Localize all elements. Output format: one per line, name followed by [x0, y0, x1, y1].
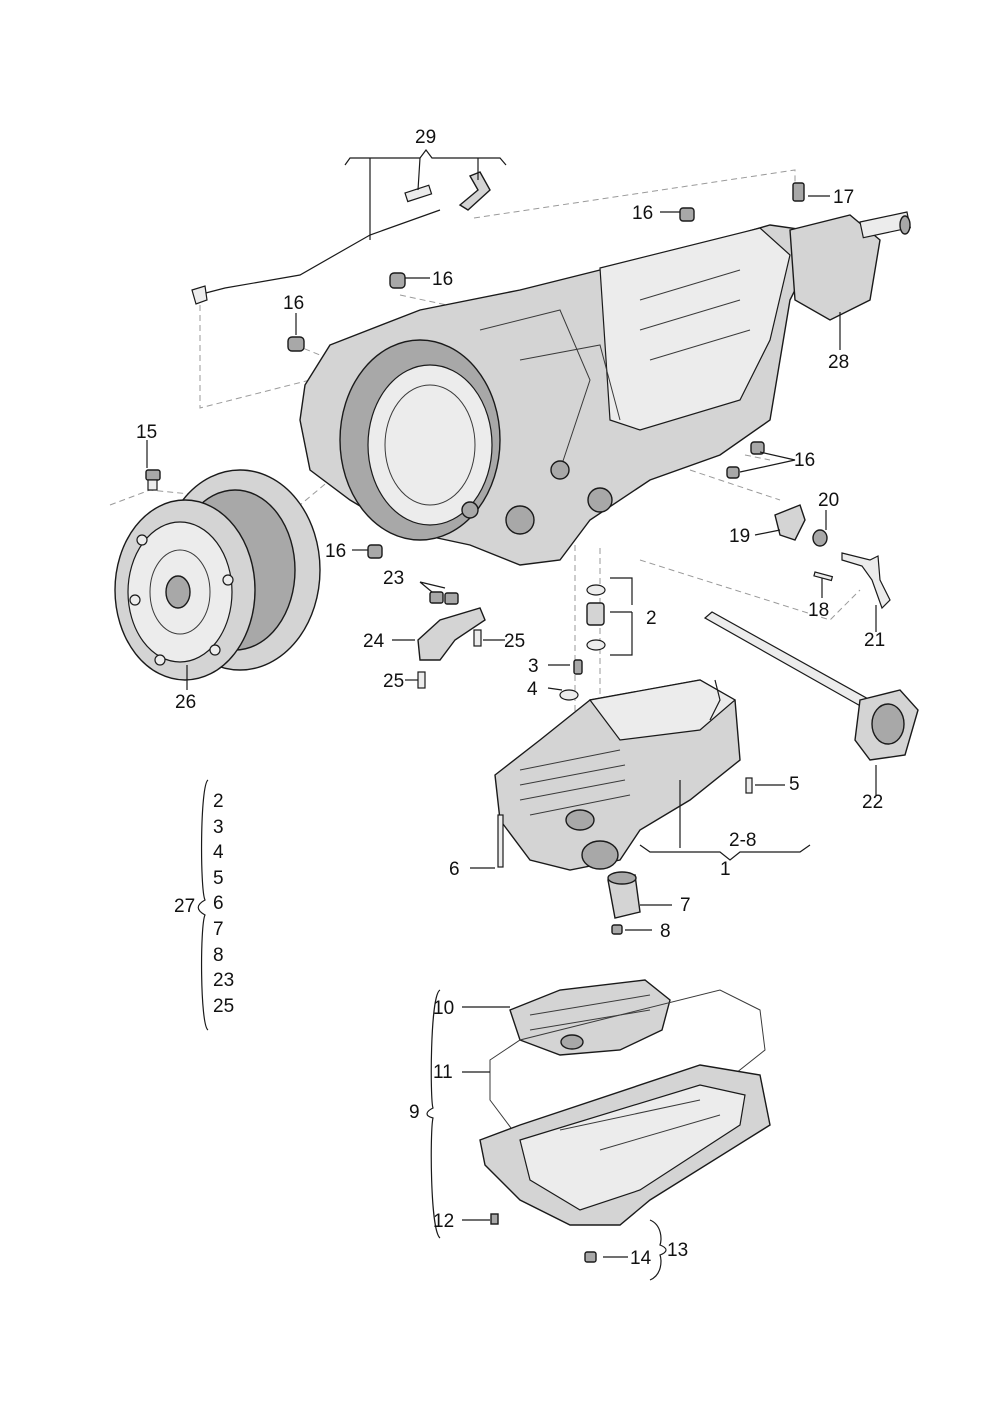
- callout-5: 5: [789, 774, 800, 795]
- callout-16-bottom: 16: [325, 541, 346, 562]
- callout-14: 14: [630, 1248, 652, 1269]
- oil-pan: [479, 1064, 771, 1263]
- selector-parts: [774, 504, 891, 610]
- callout-28: 28: [828, 352, 849, 373]
- callout-6: 6: [449, 859, 460, 880]
- kit-27-item: 3: [213, 816, 224, 838]
- filter-7: [607, 871, 641, 935]
- callout-16-top: 16: [632, 203, 653, 224]
- seals-and-sleeve: [559, 584, 606, 701]
- callout-21: 21: [864, 630, 885, 651]
- callout-12: 12: [433, 1211, 454, 1232]
- callout-19: 19: [729, 526, 750, 547]
- sensor: [792, 182, 805, 202]
- callout-16-upper: 16: [432, 269, 453, 290]
- torque-converter: [114, 469, 321, 681]
- breather-line: [191, 171, 491, 305]
- valve-body: [494, 679, 753, 871]
- callout-10: 10: [433, 998, 454, 1019]
- plugs: [287, 207, 765, 559]
- callout-25-right: 25: [504, 631, 525, 652]
- kit-27-item: 6: [213, 893, 224, 915]
- shift-lever-group: [417, 591, 486, 689]
- callout-8: 8: [660, 921, 671, 942]
- kit-27-item: 2: [213, 791, 224, 812]
- kit-27-item: 5: [213, 867, 224, 889]
- callout-11: 11: [433, 1062, 453, 1083]
- oil-strainer: [509, 979, 671, 1056]
- kit-27-item: 4: [213, 842, 224, 864]
- callout-4: 4: [527, 679, 538, 700]
- callout-labels: 29 16 17 16 16 28 15 16 20 19 16 23 2 18…: [136, 127, 885, 1269]
- leader-lines: [146, 149, 877, 1281]
- callout-13: 13: [667, 1240, 688, 1261]
- callout-22: 22: [862, 792, 883, 813]
- callout-2-8: 2-8: [729, 830, 756, 851]
- kit-27-item: 7: [213, 918, 224, 940]
- callout-17: 17: [833, 187, 854, 208]
- kit-27-item: 25: [213, 995, 235, 1017]
- callout-1: 1: [720, 859, 731, 880]
- callout-27: 27: [174, 896, 195, 917]
- callout-15: 15: [136, 422, 157, 443]
- callout-25-left: 25: [383, 671, 404, 692]
- callout-18: 18: [808, 600, 829, 621]
- bolt-15: [145, 469, 161, 491]
- transmission-housing: [299, 224, 811, 566]
- callout-9: 9: [409, 1102, 420, 1123]
- kit-27-item: 8: [213, 944, 224, 966]
- drive-shaft: [703, 611, 919, 761]
- kit-27-contents-list: 2 3 4 5 6 7 8 23 25: [213, 789, 263, 1019]
- callout-26: 26: [175, 692, 196, 713]
- output-flange: [789, 211, 911, 321]
- callout-29: 29: [415, 127, 436, 148]
- callout-20: 20: [818, 490, 839, 511]
- callout-23: 23: [383, 568, 404, 589]
- kit-27-item: 23: [213, 970, 235, 992]
- callout-16-left: 16: [283, 293, 304, 314]
- callout-24: 24: [363, 631, 385, 652]
- callout-3: 3: [528, 656, 539, 677]
- callout-7: 7: [680, 895, 691, 916]
- callout-2: 2: [646, 608, 657, 629]
- callout-16-right: 16: [794, 450, 815, 471]
